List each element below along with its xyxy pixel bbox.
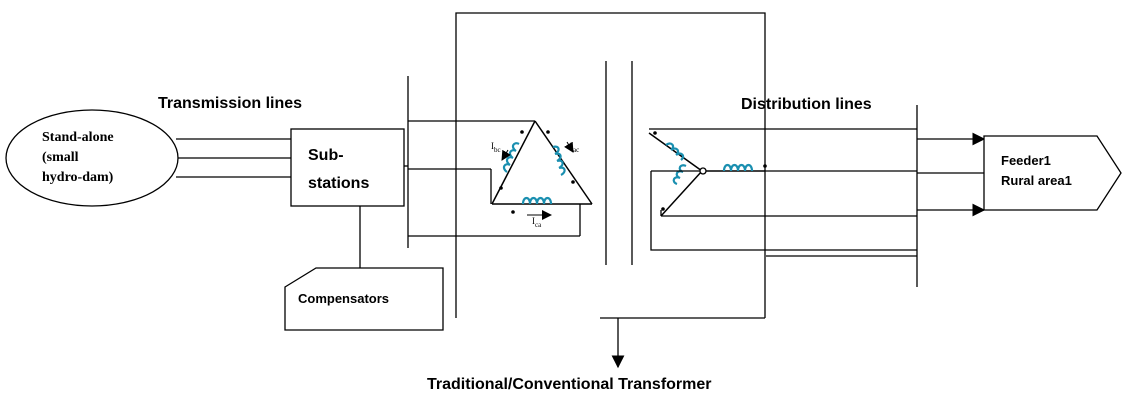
current-ica-label: Ica (532, 216, 541, 229)
source-line-3: hydro-dam) (42, 170, 114, 185)
transmission-lines (176, 138, 291, 178)
distribution-lines-label: Distribution lines (741, 96, 872, 113)
feeder-line-2: Rural area1 (1001, 173, 1072, 188)
source-label: Stand-alone (small hydro-dam) (42, 128, 114, 188)
substation-line-2: stations (308, 175, 370, 192)
transmission-lines-label: Transmission lines (158, 95, 303, 112)
transformer-box (455, 12, 766, 318)
substation-label: Sub- stations (308, 142, 369, 198)
ibc-symbol: I (491, 141, 494, 151)
transformer-label: Traditional/Conventional Transformer (427, 376, 712, 393)
ica-symbol: I (532, 216, 535, 226)
source-line-1: Stand-alone (42, 130, 114, 145)
iac-subscript: ac (573, 145, 580, 154)
current-ibc-label: Ibc (491, 141, 501, 154)
substation-line-1: Sub- (308, 147, 344, 164)
transformer-core (605, 61, 633, 265)
iac-symbol: I (570, 141, 573, 151)
ica-subscript: ca (535, 220, 542, 229)
compensators-label: Compensators (298, 291, 390, 306)
current-iac-label: Iac (570, 141, 579, 154)
ibc-subscript: bc (494, 145, 501, 154)
compensators-box (284, 267, 444, 331)
feeder-line-1: Feeder1 (1001, 153, 1051, 168)
source-line-2: (small (42, 150, 79, 165)
substation-box (290, 128, 405, 207)
feeder-box (983, 135, 1122, 211)
feeder-label: Feeder1 Rural area1 (1001, 151, 1072, 191)
wye-winding (648, 131, 767, 217)
